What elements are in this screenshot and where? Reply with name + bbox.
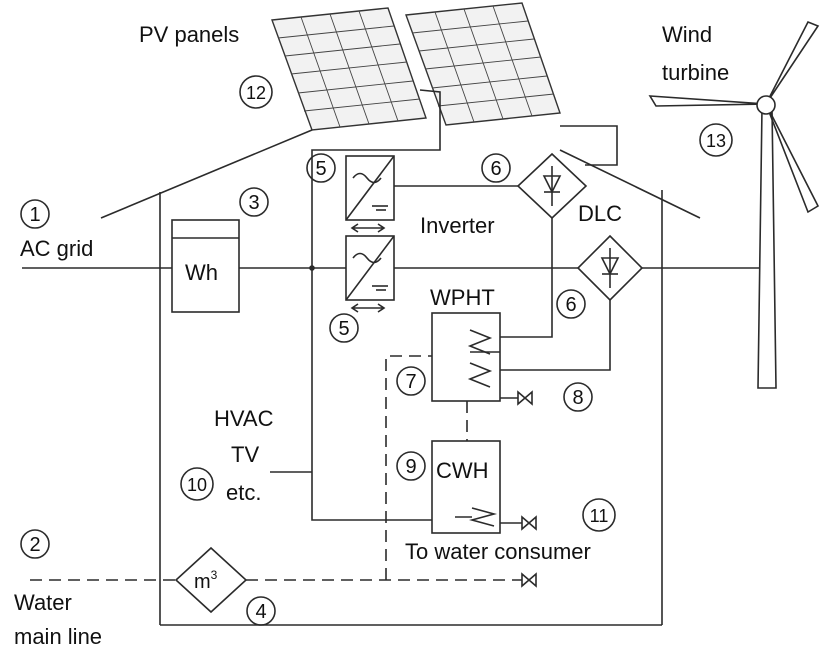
label-pv-panels: PV panels bbox=[139, 22, 239, 47]
label-wh: Wh bbox=[185, 260, 218, 285]
svg-text:4: 4 bbox=[255, 601, 266, 623]
marker-1: 1 bbox=[20, 199, 50, 229]
marker-9: 9 bbox=[396, 451, 426, 481]
valve-11 bbox=[521, 515, 537, 531]
marker-13: 13 bbox=[699, 123, 733, 157]
pv-panel-right bbox=[405, 2, 561, 126]
label-inverter: Inverter bbox=[420, 213, 495, 238]
svg-text:12: 12 bbox=[246, 83, 266, 103]
label-cwh: CWH bbox=[436, 458, 489, 483]
label-etc: etc. bbox=[226, 480, 261, 505]
marker-7: 7 bbox=[396, 366, 426, 396]
marker-11: 11 bbox=[582, 498, 616, 532]
marker-10: 10 bbox=[180, 467, 214, 501]
valve-8 bbox=[517, 390, 533, 406]
wh-meter bbox=[171, 219, 240, 313]
dlc-wiring bbox=[500, 218, 611, 371]
label-dlc: DLC bbox=[578, 201, 622, 226]
svg-text:10: 10 bbox=[187, 475, 207, 495]
svg-text:6: 6 bbox=[490, 158, 501, 180]
junction-dot bbox=[309, 265, 315, 271]
svg-text:6: 6 bbox=[565, 294, 576, 316]
inverter-upper bbox=[345, 155, 395, 233]
marker-4: 4 bbox=[246, 596, 276, 626]
label-wind: Wind bbox=[662, 22, 712, 47]
label-tv: TV bbox=[231, 442, 259, 467]
label-wpht: WPHT bbox=[430, 285, 495, 310]
pv-wiring bbox=[311, 89, 618, 521]
pv-panel-left bbox=[271, 7, 427, 131]
dlc-upper bbox=[516, 152, 588, 220]
svg-text:1: 1 bbox=[29, 204, 40, 226]
svg-text:7: 7 bbox=[405, 371, 416, 393]
label-turbine: turbine bbox=[662, 60, 729, 85]
valve-main bbox=[521, 572, 537, 588]
wpht-tank bbox=[431, 312, 501, 402]
water-main-line bbox=[30, 355, 522, 581]
label-main-line: main line bbox=[14, 624, 102, 649]
marker-12: 12 bbox=[239, 75, 273, 109]
svg-text:13: 13 bbox=[706, 131, 726, 151]
label-water: Water bbox=[14, 590, 72, 615]
inverter-lower bbox=[345, 235, 395, 313]
marker-2: 2 bbox=[20, 529, 50, 559]
water-meter bbox=[174, 546, 248, 614]
marker-6-lower: 6 bbox=[556, 289, 586, 319]
marker-3: 3 bbox=[239, 187, 269, 217]
wind-turbine bbox=[648, 20, 820, 389]
marker-6-upper: 6 bbox=[481, 153, 511, 183]
svg-text:8: 8 bbox=[572, 387, 583, 409]
ac-grid-line bbox=[22, 265, 766, 271]
marker-5-upper: 5 bbox=[306, 153, 336, 183]
cwh-tank bbox=[431, 440, 501, 534]
marker-8: 8 bbox=[563, 382, 593, 412]
svg-text:9: 9 bbox=[405, 456, 416, 478]
label-hvac: HVAC bbox=[214, 406, 274, 431]
svg-text:2: 2 bbox=[29, 534, 40, 556]
label-ac-grid: AC grid bbox=[20, 236, 93, 261]
dlc-lower bbox=[576, 234, 644, 302]
label-m3: m3 bbox=[194, 568, 218, 593]
svg-text:5: 5 bbox=[315, 158, 326, 180]
marker-5-lower: 5 bbox=[329, 313, 359, 343]
svg-text:5: 5 bbox=[338, 318, 349, 340]
label-to-water-consumer: To water consumer bbox=[405, 539, 591, 564]
svg-text:11: 11 bbox=[590, 506, 609, 526]
house-outline bbox=[100, 129, 701, 626]
svg-text:3: 3 bbox=[248, 192, 259, 214]
